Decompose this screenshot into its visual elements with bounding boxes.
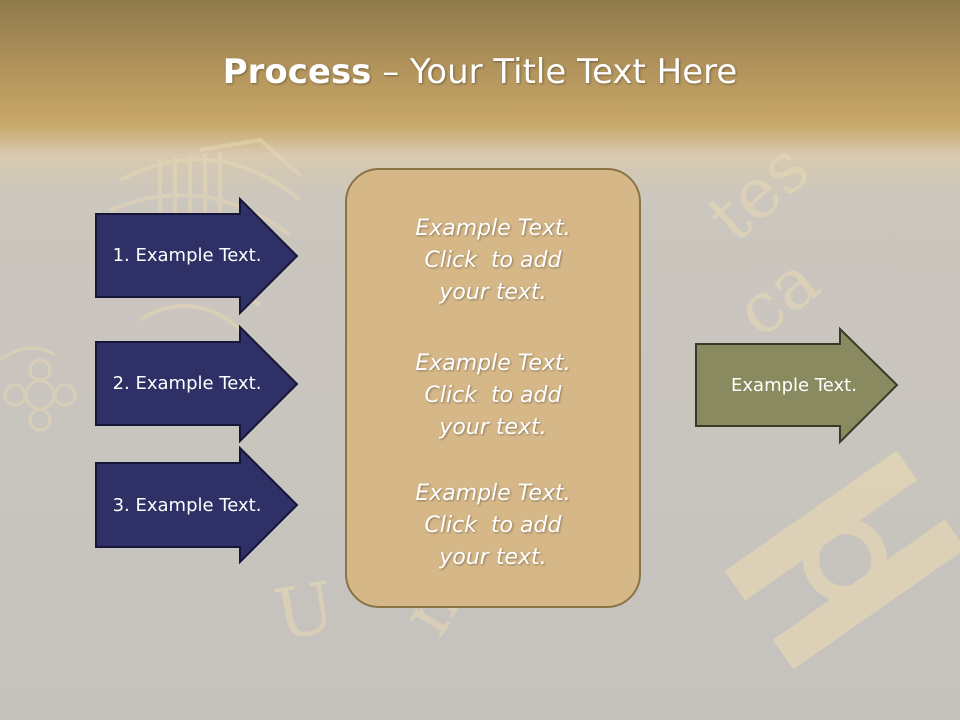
step-1-label: 1. Example Text. [112,245,262,266]
center-block-1-line-3: your text. [439,280,547,305]
center-text-block-1[interactable]: Example Text. Click to add your text. [345,213,641,309]
title-rest: – Your Title Text Here [371,52,738,92]
center-text-block-3[interactable]: Example Text. Click to add your text. [345,478,641,574]
output-label: Example Text. [731,374,857,396]
step-3-arrow[interactable] [95,445,299,565]
step-3-label: 3. Example Text. [112,494,262,516]
center-block-2-line-2: Click to add [424,383,562,408]
center-block-3-line-1: Example Text. [415,481,571,506]
step-2-arrow[interactable] [95,324,299,444]
step-1-arrow[interactable] [95,196,299,316]
center-block-1-line-2: Click to add [424,248,562,273]
center-block-1-line-1: Example Text. [415,216,571,241]
center-block-3-line-2: Click to add [424,513,562,538]
step-2-label: 2. Example Text. [112,373,262,394]
flower-engraving-icon [0,346,77,432]
center-block-3-line-3: your text. [439,545,547,570]
title-bold: Process [222,52,372,92]
center-block-2-line-3: your text. [439,415,547,440]
center-content-box[interactable] [345,168,641,608]
center-text-block-2[interactable]: Example Text. Click to add your text. [345,348,641,444]
center-block-2-line-1: Example Text. [415,351,571,376]
slide-title: Process – Your Title Text Here [0,52,960,92]
output-arrow[interactable] [695,326,899,445]
emblem-engraving-icon [724,450,960,670]
svg-text:U: U [269,566,341,657]
